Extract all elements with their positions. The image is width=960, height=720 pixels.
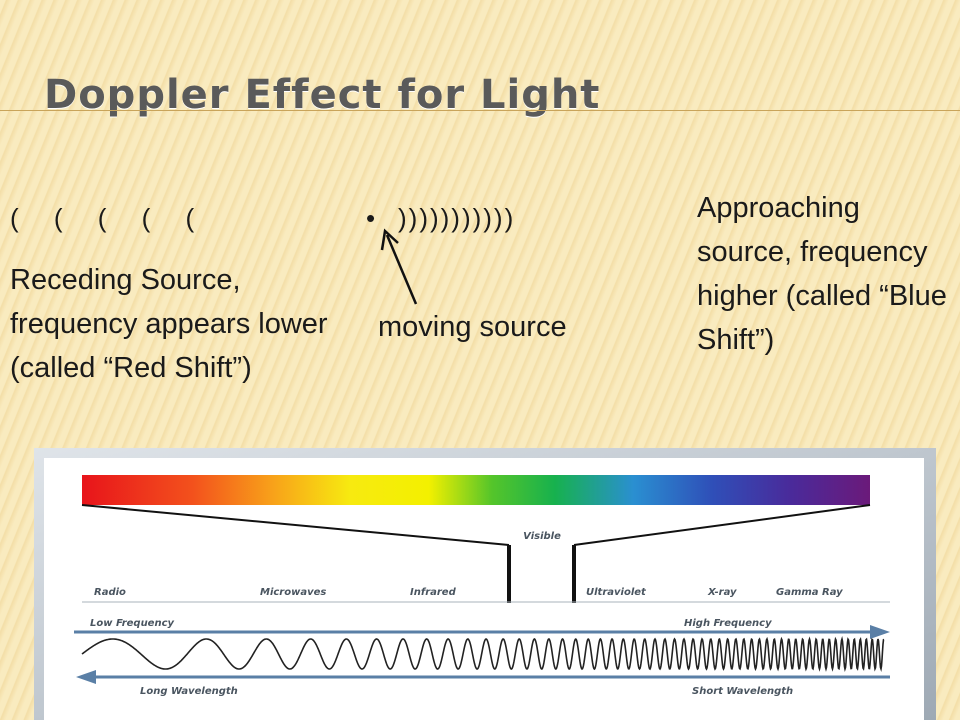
source-dot: • [366, 203, 376, 233]
short-wavelength-label: Short Wavelength [692, 686, 793, 697]
low-frequency-label: Low Frequency [90, 618, 175, 629]
title-divider [0, 110, 960, 111]
wave-graphic [81, 635, 885, 673]
moving-source-label: moving source [378, 311, 567, 343]
funnel-left-line [81, 504, 510, 546]
band-infrared: Infrared [410, 587, 457, 598]
frequency-arrow-head [870, 625, 890, 639]
pointer-arrow [380, 228, 418, 305]
band-microwaves: Microwaves [260, 587, 326, 598]
visible-spectrum-bar [82, 475, 870, 505]
high-frequency-label: High Frequency [684, 618, 772, 629]
approaching-source-text: Approaching source, frequency higher (ca… [697, 192, 947, 356]
receding-wavefronts: ( ( ( ( ( [10, 203, 195, 233]
approaching-wavefronts: ))))))))))) [398, 203, 516, 233]
band-radio: Radio [94, 587, 126, 598]
band-gamma-ray: Gamma Ray [776, 587, 843, 598]
visible-label: Visible [523, 531, 561, 542]
band-ultraviolet: Ultraviolet [586, 587, 647, 598]
slide-title: Doppler Effect for Light [44, 72, 601, 118]
funnel-right-line [573, 504, 871, 546]
em-spectrum-diagram: Visible Radio Microwaves Infrared Ultrav… [34, 448, 936, 720]
band-x-ray: X-ray [707, 587, 737, 598]
wavelength-arrow-head [76, 670, 96, 684]
receding-source-text: Receding Source, frequency appears lower… [10, 264, 328, 384]
long-wavelength-label: Long Wavelength [140, 686, 238, 697]
